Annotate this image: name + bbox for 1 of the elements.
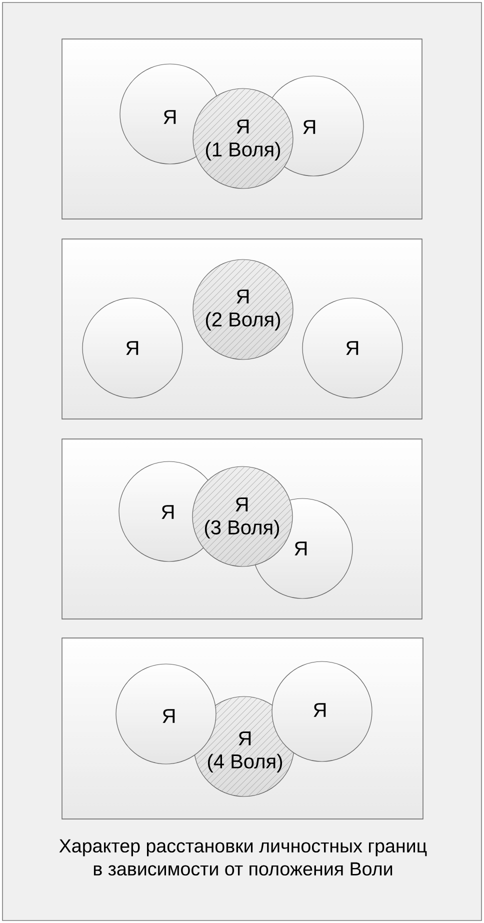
caption: Характер расстановки личностных границ в зависимости от положения Воли <box>59 839 427 876</box>
